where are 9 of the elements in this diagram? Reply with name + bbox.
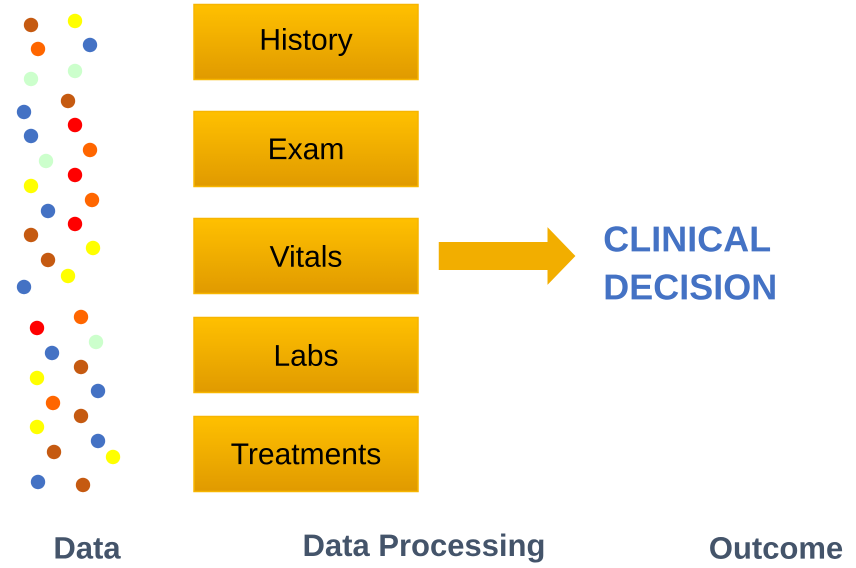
process-box: Vitals <box>193 218 419 294</box>
outcome-text: CLINICAL DECISION <box>604 226 775 300</box>
column-heading: Data <box>55 537 121 559</box>
column-heading: Data Processing <box>304 533 544 563</box>
process-box: Treatments <box>193 416 419 492</box>
process-box: Labs <box>193 316 419 394</box>
process-box: History <box>193 4 419 80</box>
process-box: Exam <box>193 110 419 188</box>
column-heading: Outcome <box>710 537 842 559</box>
